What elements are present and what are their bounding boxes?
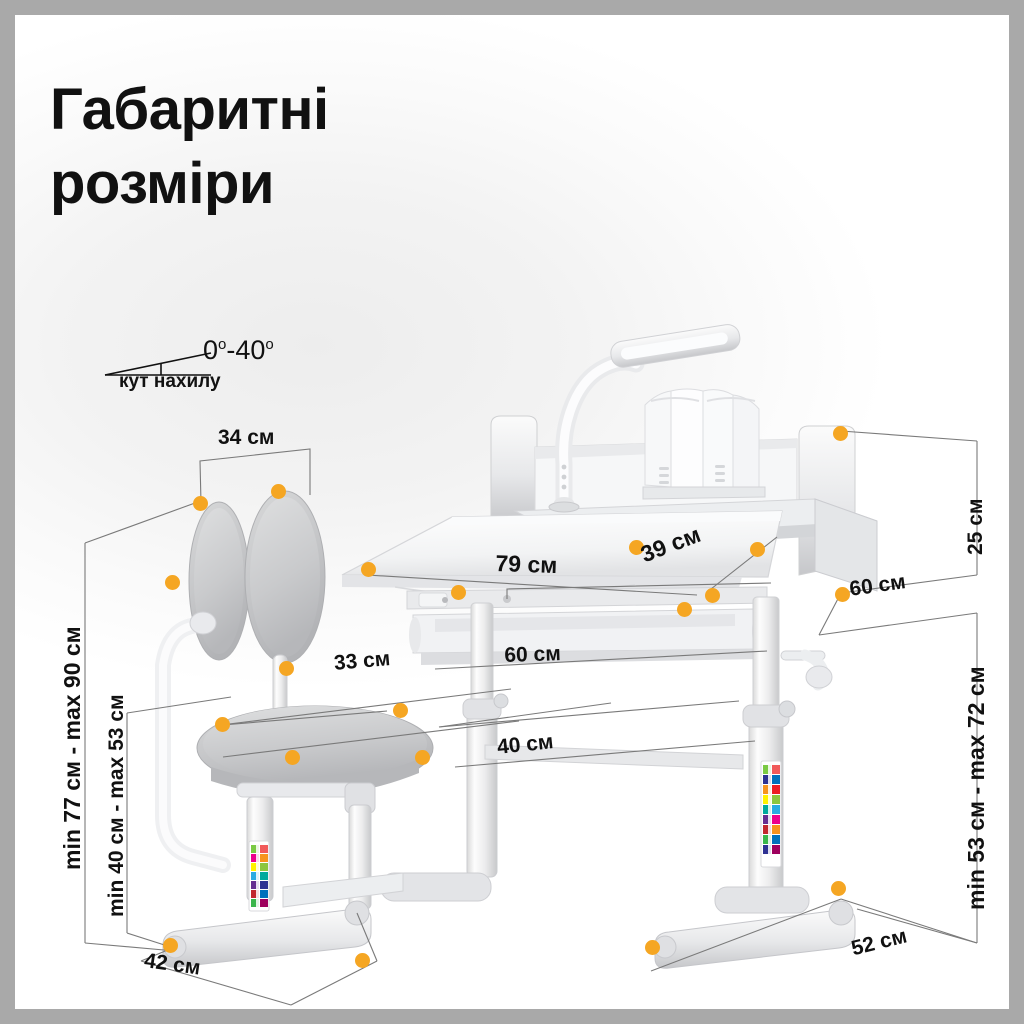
measure-marker: [629, 540, 644, 555]
measure-marker: [193, 496, 208, 511]
dimension-desk-shelf-height: 25 см: [964, 498, 987, 555]
measure-marker: [415, 750, 430, 765]
measure-marker: [833, 426, 848, 441]
dimension-chair-total-height: min 77 см - max 90 см: [59, 626, 85, 870]
measure-marker: [705, 588, 720, 603]
page-title: Габаритні розміри: [50, 77, 329, 216]
measure-marker: [285, 750, 300, 765]
diagram-canvas: Габаритні розміри 0o-40o кут нахилу: [15, 15, 1009, 1009]
measure-marker: [645, 940, 660, 955]
measure-marker: [835, 587, 850, 602]
measure-marker: [163, 938, 178, 953]
measure-marker: [355, 953, 370, 968]
dimension-chair-seat-depth: 33 см: [333, 647, 392, 675]
dimension-desk-drawer-width: 60 см: [504, 642, 562, 667]
dimension-desk-top-width: 79 см: [495, 550, 558, 579]
measure-marker: [215, 717, 230, 732]
dimension-chair-back-width: 34 см: [218, 426, 275, 449]
measure-marker: [279, 661, 294, 676]
dimension-chair-seat-height: min 40 см - max 53 см: [105, 694, 128, 917]
measure-marker: [393, 703, 408, 718]
dimension-desk-height-range: min 53 см - max 72 см: [963, 666, 989, 910]
measure-marker: [361, 562, 376, 577]
tilt-angle-value: 0o-40o: [203, 335, 274, 365]
product-illustration: [84, 324, 978, 1006]
measure-marker: [271, 484, 286, 499]
measure-marker: [677, 602, 692, 617]
tilt-angle-label: кут нахилу: [119, 371, 221, 392]
measure-marker: [750, 542, 765, 557]
tilt-angle-indicator: 0o-40o кут нахилу: [103, 331, 303, 405]
measure-marker: [451, 585, 466, 600]
measure-marker: [165, 575, 180, 590]
tilt-angle-icon: [104, 352, 212, 376]
measure-marker: [831, 881, 846, 896]
